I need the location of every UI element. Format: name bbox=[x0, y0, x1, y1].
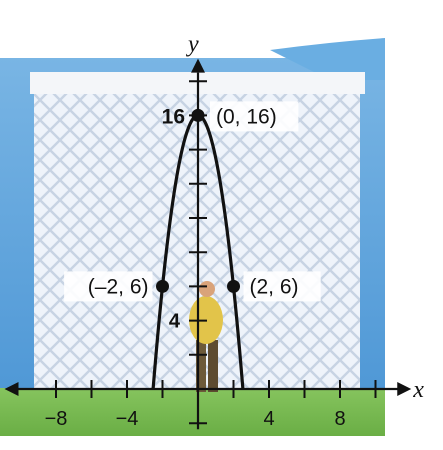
y-axis-label: y bbox=[186, 32, 199, 58]
x-tick-label: −8 bbox=[45, 408, 68, 430]
x-axis-arrow bbox=[397, 382, 412, 396]
background-photo bbox=[0, 38, 385, 436]
point-label: (2, 6) bbox=[250, 275, 299, 298]
sky-corner bbox=[270, 38, 385, 80]
y-axis-arrow bbox=[191, 58, 205, 73]
y-tick-label: 16 bbox=[162, 105, 185, 128]
x-axis-arrow-left bbox=[4, 382, 19, 396]
point-label-bg bbox=[64, 271, 153, 302]
label-backgrounds bbox=[64, 101, 321, 302]
x-tick-label: −4 bbox=[116, 408, 139, 430]
point-label-bg bbox=[243, 271, 321, 302]
data-point bbox=[156, 279, 169, 293]
grass-area bbox=[0, 388, 385, 436]
x-axis-label: x bbox=[412, 377, 424, 403]
x-tick-label: 8 bbox=[334, 408, 345, 430]
data-point bbox=[191, 108, 205, 122]
point-layer bbox=[156, 108, 240, 293]
data-point bbox=[227, 279, 240, 293]
y-tick-label: 4 bbox=[169, 311, 181, 333]
point-label: (–2, 6) bbox=[88, 275, 149, 298]
text-layer: −8 −4 4 8 x y (0, 16) (–2, 6) (2, 6) 16 4 bbox=[45, 32, 425, 430]
point-label-bg bbox=[210, 101, 299, 132]
x-tick-label: 4 bbox=[263, 408, 274, 430]
point-label: (0, 16) bbox=[216, 105, 277, 128]
